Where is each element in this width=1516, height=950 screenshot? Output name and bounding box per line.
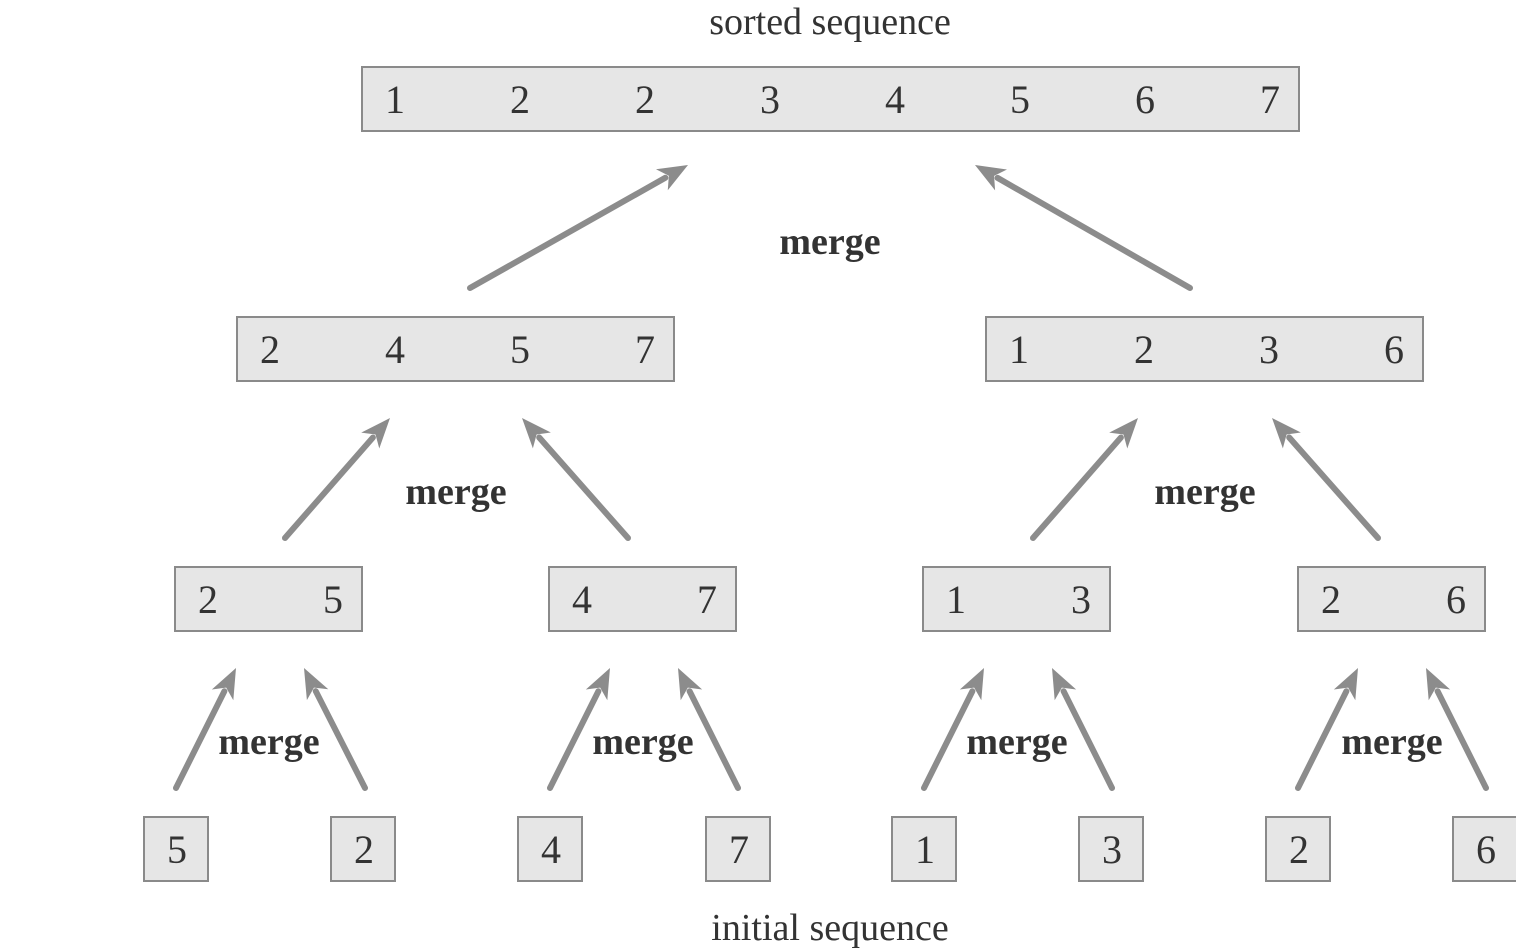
initial-box-1: 5 <box>143 816 209 882</box>
sorted-box-1-value: 6 <box>1135 76 1155 122</box>
merge-arrow-4 <box>522 418 631 541</box>
merge-arrow-2 <box>975 165 1193 291</box>
merge-arrow-13 <box>1295 668 1358 791</box>
merge-label-right-half: merge <box>1154 471 1256 513</box>
half-box-1-value: 4 <box>385 326 405 372</box>
initial-box-8: 6 <box>1452 816 1516 882</box>
quarter-box-2-value: 4 <box>572 576 592 622</box>
merge-arrow-12 <box>1052 668 1115 791</box>
sorted-box-1-value: 5 <box>1010 76 1030 122</box>
initial-box-3: 4 <box>517 816 583 882</box>
half-box-2-value: 2 <box>1134 326 1154 372</box>
sorted-box-1-value: 2 <box>510 76 530 122</box>
initial-box-8-value: 6 <box>1476 826 1496 872</box>
initial-box-4-value: 7 <box>729 826 749 872</box>
quarter-box-1-value: 5 <box>323 576 343 622</box>
merge-arrow-8 <box>304 668 368 791</box>
merge-label-left-half: merge <box>405 471 507 513</box>
merge-arrow-11 <box>921 668 984 791</box>
half-box-1-value: 2 <box>260 326 280 372</box>
half-box-1-value: 5 <box>510 326 530 372</box>
merge-label-quarter-2: merge <box>592 721 694 763</box>
quarter-box-4-value: 2 <box>1321 576 1341 622</box>
merge-arrow-9 <box>547 668 610 791</box>
merge-label-quarter-3: merge <box>966 721 1068 763</box>
sorted-box-1-value: 7 <box>1260 76 1280 122</box>
half-box-2: 1 2 3 6 <box>985 316 1424 382</box>
half-box-2-value: 1 <box>1009 326 1029 372</box>
initial-box-7: 2 <box>1265 816 1331 882</box>
sorted-box-1-value: 3 <box>760 76 780 122</box>
quarter-box-2-value: 7 <box>697 576 717 622</box>
half-box-2-value: 6 <box>1384 326 1404 372</box>
half-box-1: 2 4 5 7 <box>236 316 675 382</box>
sorted-sequence-title: sorted sequence <box>709 1 951 43</box>
merge-arrow-1 <box>467 165 688 291</box>
quarter-box-3-value: 1 <box>946 576 966 622</box>
sorted-box-1-value: 4 <box>885 76 905 122</box>
initial-box-5-value: 1 <box>915 826 935 872</box>
merge-arrow-7 <box>173 668 236 791</box>
merge-arrow-6 <box>1272 418 1381 541</box>
merge-arrow-3 <box>282 418 390 541</box>
merge-label-root: merge <box>779 221 881 263</box>
merge-label-quarter-1: merge <box>218 721 320 763</box>
merge-label-quarter-4: merge <box>1341 721 1443 763</box>
initial-box-3-value: 4 <box>541 826 561 872</box>
sorted-box-1-value: 2 <box>635 76 655 122</box>
initial-box-2-value: 2 <box>354 826 374 872</box>
quarter-box-1-value: 2 <box>198 576 218 622</box>
initial-box-5: 1 <box>891 816 957 882</box>
sorted-box-1-value: 1 <box>385 76 405 122</box>
merge-arrow-10 <box>678 668 741 791</box>
merge-arrow-14 <box>1426 668 1489 791</box>
initial-box-1-value: 5 <box>167 826 187 872</box>
initial-box-6: 3 <box>1078 816 1144 882</box>
initial-box-4: 7 <box>705 816 771 882</box>
initial-box-6-value: 3 <box>1102 826 1122 872</box>
merge-arrow-5 <box>1030 418 1138 541</box>
initial-box-2: 2 <box>330 816 396 882</box>
initial-box-7-value: 2 <box>1289 826 1309 872</box>
quarter-box-4-value: 6 <box>1446 576 1466 622</box>
sorted-box-1: 1 2 2 3 4 5 6 7 <box>361 66 1300 132</box>
quarter-box-3-value: 3 <box>1071 576 1091 622</box>
initial-sequence-title: initial sequence <box>711 907 949 949</box>
half-box-1-value: 7 <box>635 326 655 372</box>
half-box-2-value: 3 <box>1259 326 1279 372</box>
